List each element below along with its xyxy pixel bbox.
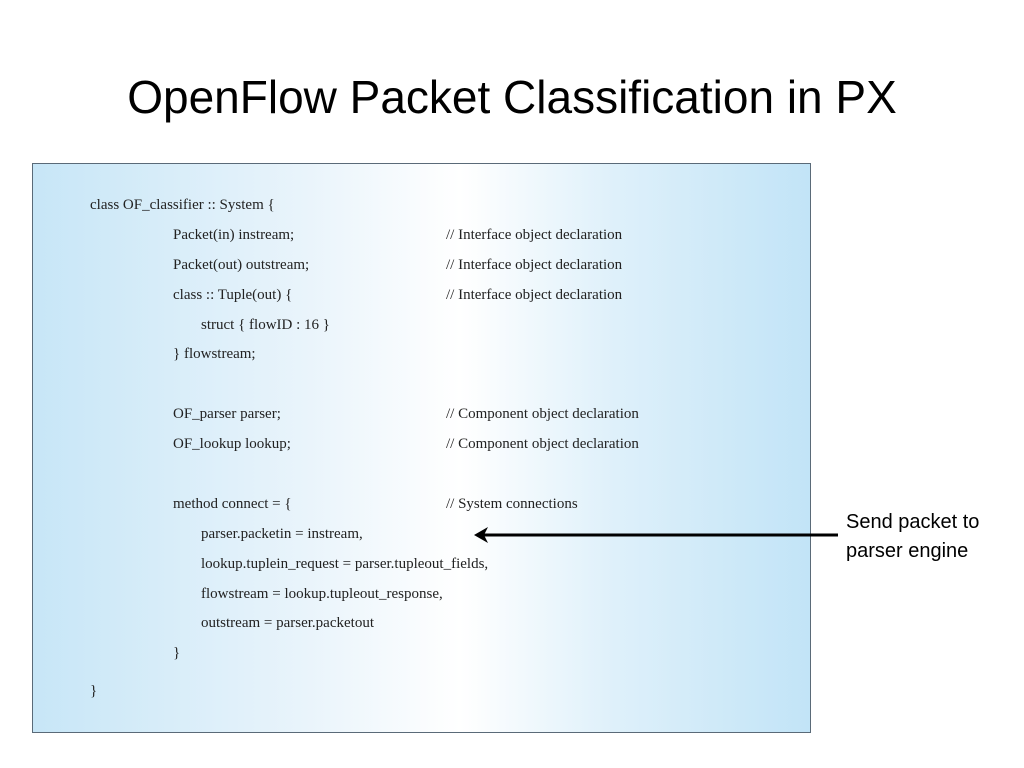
- code-line: struct { flowID : 16 }: [201, 317, 330, 333]
- code-line: Packet(in) instream;: [173, 227, 295, 243]
- slide-title: OpenFlow Packet Classification in PX: [127, 71, 897, 123]
- code-line: outstream = parser.packetout: [201, 615, 374, 631]
- code-line: parser.packetin = instream,: [201, 526, 363, 542]
- code-line: flowstream = lookup.tupleout_response,: [201, 586, 443, 602]
- code-line: class OF_classifier :: System {: [90, 197, 275, 213]
- code-comment: // Interface object declaration: [446, 287, 623, 303]
- annotation-line: parser engine: [846, 540, 969, 562]
- code-line: }: [173, 645, 181, 661]
- code-comment: // Component object declaration: [446, 406, 639, 422]
- arrow-icon: [474, 527, 838, 543]
- code-comment: // System connections: [446, 496, 578, 512]
- code-line: method connect = {: [173, 496, 292, 512]
- annotation-callout: Send packet to parser engine: [846, 508, 979, 566]
- code-comment: // Component object declaration: [446, 436, 639, 452]
- annotation-line: Send packet to: [846, 511, 980, 533]
- code-comment: // Interface object declaration: [446, 257, 623, 273]
- code-line: lookup.tuplein_request = parser.tupleout…: [201, 556, 489, 572]
- code-listing: class OF_classifier :: System { Packet(i…: [32, 163, 811, 733]
- code-line: } flowstream;: [173, 346, 256, 362]
- code-line: OF_parser parser;: [173, 406, 281, 422]
- code-line: OF_lookup lookup;: [173, 436, 291, 452]
- code-line: Packet(out) outstream;: [173, 257, 310, 273]
- code-comment: // Interface object declaration: [446, 227, 623, 243]
- code-line: class :: Tuple(out) {: [173, 287, 293, 303]
- code-line: }: [90, 683, 98, 699]
